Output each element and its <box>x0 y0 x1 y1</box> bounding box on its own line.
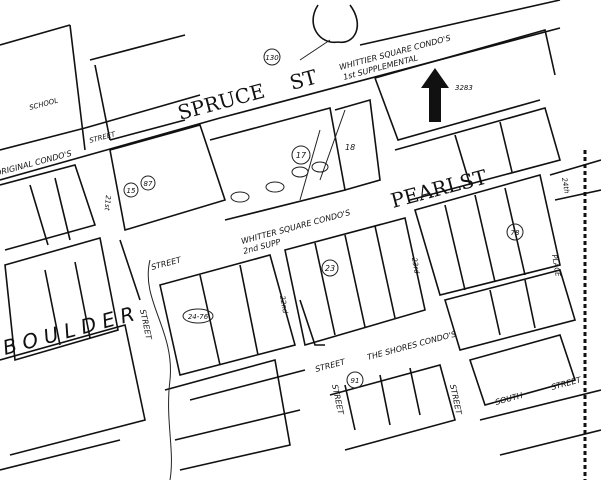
lot-number: 3283 <box>455 84 473 92</box>
lot-number: 18 <box>345 143 355 152</box>
21st-street-label: 21st <box>103 195 112 211</box>
lot-number: 15 <box>127 187 136 195</box>
street-label: STREET <box>88 130 117 145</box>
street-label: STREET <box>138 309 153 342</box>
lot-number: 24-76 <box>188 313 209 321</box>
subdivision-labels: WHITTIER SQUARE CONDO'S 1st SUPPLEMENTAL… <box>0 33 457 361</box>
lot-number-circles: 130 17 18 15 87 23 24-76 91 78 3283 <box>123 48 524 389</box>
place-label: PLACE <box>550 254 562 278</box>
lot-number: 17 <box>296 151 307 160</box>
south-street-label: SOUTH <box>494 391 524 407</box>
street-label: STREET <box>314 357 347 374</box>
shores-condos-label: THE SHORES CONDO'S <box>366 329 457 361</box>
24th-street-label: 24th <box>560 177 571 194</box>
23rd-street-label: 23rd <box>410 257 421 275</box>
street-labels: SPRUCE ST PEARL ST B O U L D E R STREET … <box>0 64 583 416</box>
whittier-2nd-label: WHITTER SQUARE CONDO'S <box>240 208 351 246</box>
lot-number: 87 <box>144 180 153 188</box>
lot-number: 78 <box>511 229 520 237</box>
street-label: STREET <box>550 375 583 392</box>
lot-number: 130 <box>265 54 279 62</box>
lot-number: 91 <box>351 377 360 385</box>
street-label: STREET <box>330 384 345 417</box>
spruce-st-label: ST <box>287 64 320 94</box>
lot-number: 23 <box>325 264 335 273</box>
school-label: SCHOOL <box>28 97 59 112</box>
22nd-street-label: 22nd <box>278 295 289 314</box>
north-arrow-icon <box>421 68 449 122</box>
street-label: STREET <box>150 255 183 272</box>
